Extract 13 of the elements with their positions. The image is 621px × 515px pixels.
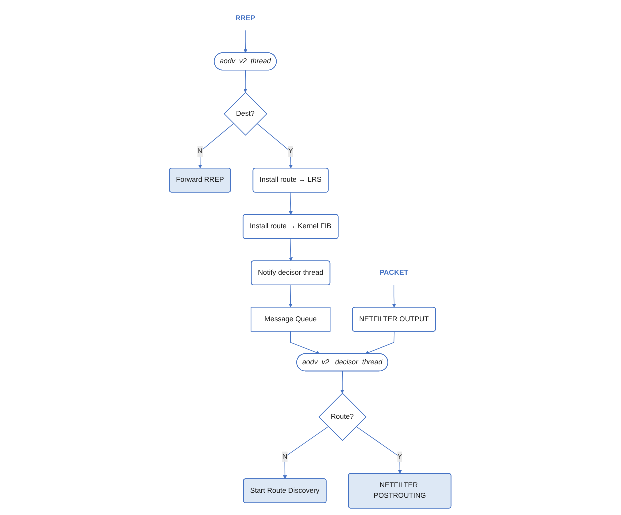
arrow (289, 192, 294, 216)
arrow (365, 331, 395, 355)
arrow (283, 426, 330, 480)
arrow (289, 238, 294, 262)
arrow (356, 426, 402, 474)
arrow (392, 284, 396, 308)
arrow (244, 30, 248, 54)
arrow (290, 331, 320, 355)
arrow (244, 70, 248, 93)
arrow (198, 123, 234, 169)
arrow (256, 123, 294, 169)
arrow (288, 285, 293, 308)
arrow (340, 371, 345, 394)
